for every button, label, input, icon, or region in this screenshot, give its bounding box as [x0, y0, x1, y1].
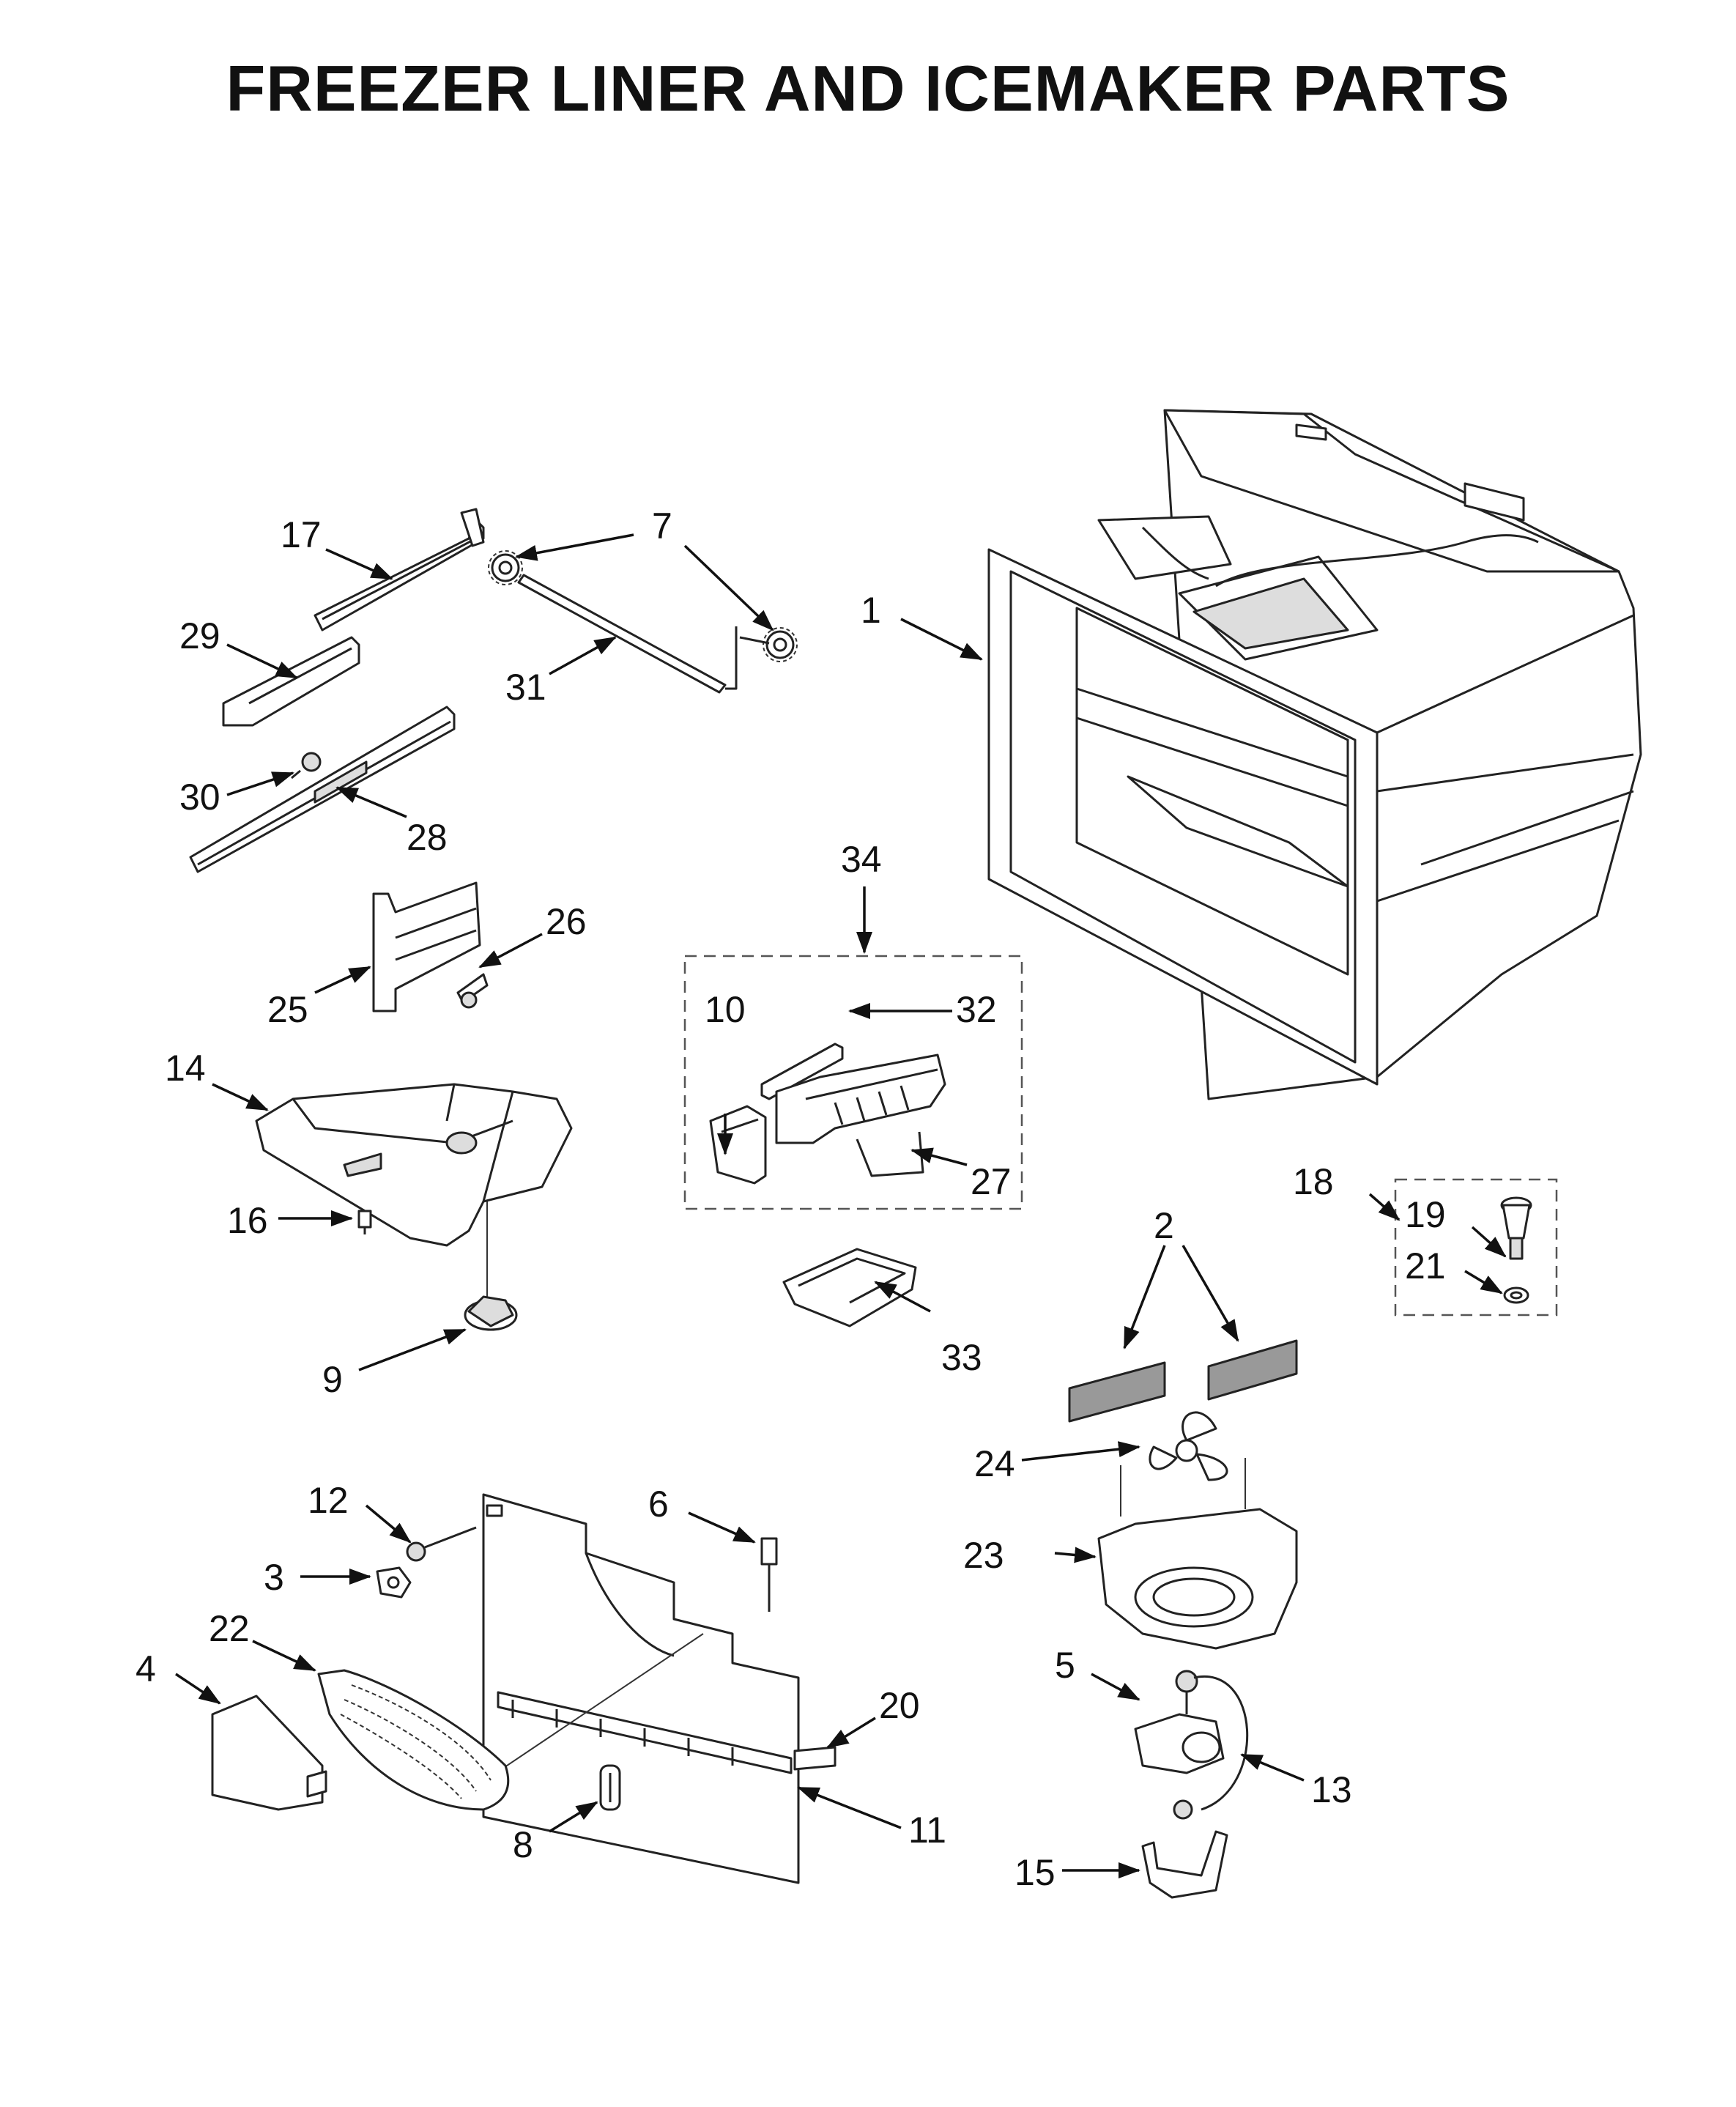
- leader-lines: [175, 533, 1507, 1878]
- callout-15: 15: [1014, 1852, 1056, 1893]
- strip-part-20: [793, 1746, 837, 1771]
- coupler-part-9: [464, 1201, 518, 1331]
- bracket-part-29: [222, 636, 360, 727]
- icemaker-assembly-box-part-34: [683, 955, 1023, 1210]
- bracket-part-15: [1141, 1830, 1228, 1899]
- grommet-part-15: [1173, 1799, 1193, 1820]
- panel-part-11: [468, 1493, 800, 1884]
- callout-18: 18: [1293, 1161, 1334, 1202]
- valve-kit-box-part-18: [1394, 1178, 1558, 1317]
- callout-4: 4: [136, 1648, 156, 1689]
- icemaker-part-32-bar: [760, 1043, 844, 1100]
- wire-part-13: [1193, 1675, 1249, 1811]
- callout-21: 21: [1405, 1245, 1446, 1286]
- callout-26: 26: [546, 901, 587, 942]
- fan-blade-part-24: [1120, 1411, 1246, 1517]
- callout-20: 20: [879, 1685, 920, 1726]
- callout-25: 25: [267, 989, 308, 1030]
- callout-19: 19: [1405, 1194, 1446, 1235]
- callout-5: 5: [1055, 1645, 1075, 1686]
- pad-part-2-left: [1068, 1361, 1166, 1423]
- callout-3: 3: [264, 1557, 284, 1598]
- cover-part-10: [709, 1105, 767, 1185]
- callout-13: 13: [1311, 1769, 1352, 1810]
- callout-2: 2: [1154, 1205, 1174, 1246]
- callout-34: 34: [841, 839, 882, 880]
- callout-6: 6: [648, 1484, 669, 1525]
- callout-12: 12: [308, 1480, 349, 1521]
- callout-9: 9: [322, 1359, 343, 1400]
- callout-1: 1: [861, 590, 881, 631]
- callout-29: 29: [179, 615, 220, 656]
- washer-part-21: [1503, 1286, 1529, 1304]
- page-title: FREEZER LINER AND ICEMAKER PARTS: [226, 52, 1510, 125]
- callout-8: 8: [513, 1824, 533, 1865]
- callout-27: 27: [971, 1161, 1012, 1202]
- callout-28: 28: [407, 817, 448, 858]
- rail-part-17: [314, 508, 485, 632]
- callout-30: 30: [179, 777, 220, 818]
- bracket-part-25: [372, 881, 481, 1012]
- clip-part-8: [599, 1764, 621, 1811]
- icemaker-body: [775, 1054, 946, 1144]
- valve-part-19: [1500, 1196, 1532, 1260]
- callout-31: 31: [505, 667, 546, 708]
- callout-labels: 1 2 3 4 5 6 7 8 9 10 11 12 13 14 15 16 1…: [136, 506, 1446, 1893]
- gear-part-7-lower: [763, 627, 798, 662]
- sensor-part-6: [760, 1537, 778, 1612]
- callout-22: 22: [209, 1608, 250, 1649]
- motor-part-5: [1134, 1670, 1225, 1774]
- freezer-liner: [987, 409, 1642, 1100]
- callout-17: 17: [281, 514, 322, 555]
- cover-part-4: [211, 1695, 327, 1811]
- callout-24: 24: [974, 1443, 1015, 1484]
- housing-part-14: [255, 1083, 573, 1247]
- shaft-part-31: [517, 574, 770, 694]
- callout-33: 33: [941, 1337, 982, 1378]
- wire-part-27: [856, 1131, 924, 1177]
- callout-23: 23: [963, 1535, 1004, 1576]
- screw-part-30: [291, 752, 322, 780]
- grille-part-22: [317, 1669, 510, 1811]
- shroud-part-23: [1097, 1508, 1298, 1650]
- damper-part-3: [376, 1566, 412, 1599]
- gear-part-7-upper: [488, 550, 523, 585]
- pad-part-2-right: [1207, 1339, 1298, 1401]
- callout-16: 16: [227, 1200, 268, 1241]
- slide-rail-part-28: [189, 706, 456, 873]
- callout-11: 11: [908, 1810, 946, 1851]
- callout-32: 32: [956, 989, 997, 1030]
- callout-14: 14: [165, 1048, 206, 1089]
- callout-10: 10: [705, 989, 746, 1030]
- tray-part-33: [782, 1248, 917, 1327]
- clip-part-16: [357, 1210, 372, 1234]
- screw-part-26: [456, 973, 489, 1009]
- screw-part-12: [406, 1526, 477, 1562]
- callout-7: 7: [652, 506, 672, 547]
